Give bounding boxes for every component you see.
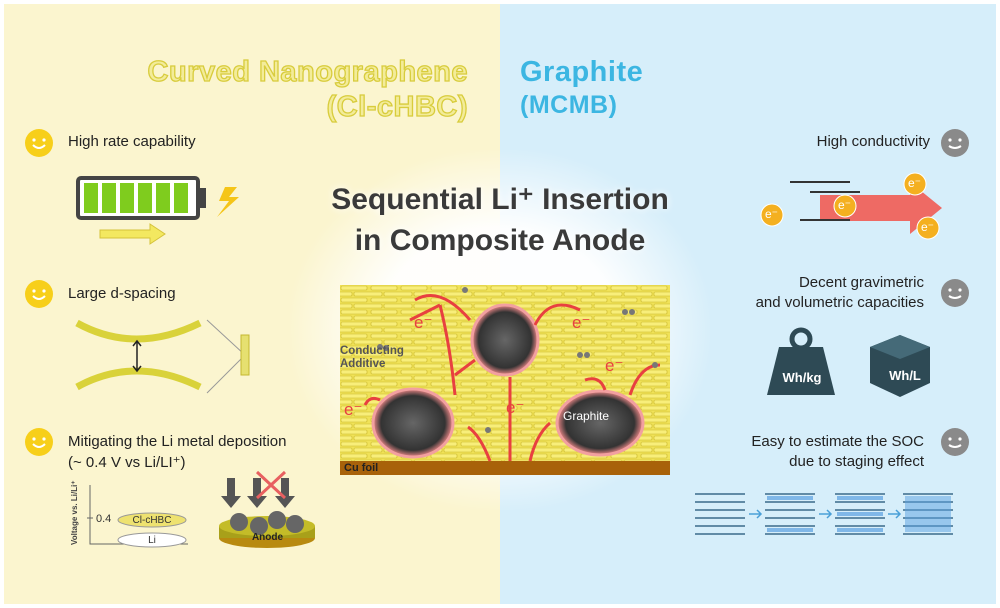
electron-label: e⁻ [506, 398, 525, 417]
neutral-face-icon [941, 129, 969, 157]
wh-kg-label: Wh/kg [782, 370, 822, 385]
item-high-conductivity: High conductivity [816, 133, 930, 150]
electron-flow-arrow [760, 172, 942, 240]
conducting-label: Conducting [340, 345, 404, 357]
voltage-tick: 0.4 [96, 513, 112, 525]
electron-label: e⁻ [908, 176, 922, 190]
voltage-axis-label: Voltage vs. Li/Li⁺ [70, 480, 79, 545]
composite-anode-diagram [340, 285, 670, 475]
neutral-face-icon [941, 279, 969, 307]
item-d-spacing: Large d-spacing [68, 285, 176, 302]
item-soc-line2: due to staging effect [789, 453, 924, 470]
anode-deposition-icon [219, 470, 315, 548]
left-title: Curved Nanographene [147, 55, 468, 88]
item-soc-line1: Easy to estimate the SOC [751, 433, 924, 450]
d-spacing-diagram [75, 319, 250, 394]
voltage-plot [87, 485, 188, 548]
electron-label: e⁻ [572, 313, 591, 332]
item-li-deposition-line2: (~ 0.4 V vs Li/LI⁺) [68, 454, 186, 471]
electron-label: e⁻ [765, 207, 779, 221]
li-label: Li [148, 535, 156, 546]
smile-icon [25, 129, 53, 157]
left-subtitle: (Cl-cHBC) [326, 90, 468, 123]
neutral-face-icon [941, 428, 969, 456]
anode-label: Anode [251, 532, 284, 543]
capacity-icons [767, 327, 930, 397]
right-subtitle: (MCMB) [520, 91, 618, 119]
center-title-line2: in Composite Anode [354, 224, 646, 257]
electron-label: e⁻ [838, 198, 852, 212]
electron-label: e⁻ [921, 220, 935, 234]
item-capacity-line1: Decent gravimetric [798, 274, 924, 291]
battery-charging-icon [76, 176, 239, 245]
item-li-deposition-line1: Mitigating the Li metal deposition [68, 433, 287, 450]
cu-foil-label: Cu foil [344, 462, 379, 474]
staging-diagram [695, 493, 953, 535]
electron-label: e⁻ [414, 313, 433, 332]
cl-chbc-label: Cl-cHBC [132, 515, 172, 526]
smile-icon [25, 428, 53, 456]
item-high-rate: High rate capability [68, 133, 196, 150]
right-title: Graphite [520, 56, 644, 88]
additive-label: Additive [340, 358, 386, 370]
wh-l-label: Wh/L [889, 368, 921, 383]
item-capacity-line2: and volumetric capacities [755, 294, 924, 311]
electron-label: e⁻ [344, 400, 363, 419]
electron-label: e⁻ [605, 356, 624, 375]
smile-icon [25, 280, 53, 308]
center-title-line1: Sequential Li⁺ Insertion [331, 183, 669, 216]
graphite-particle-label: Graphite [563, 409, 610, 423]
